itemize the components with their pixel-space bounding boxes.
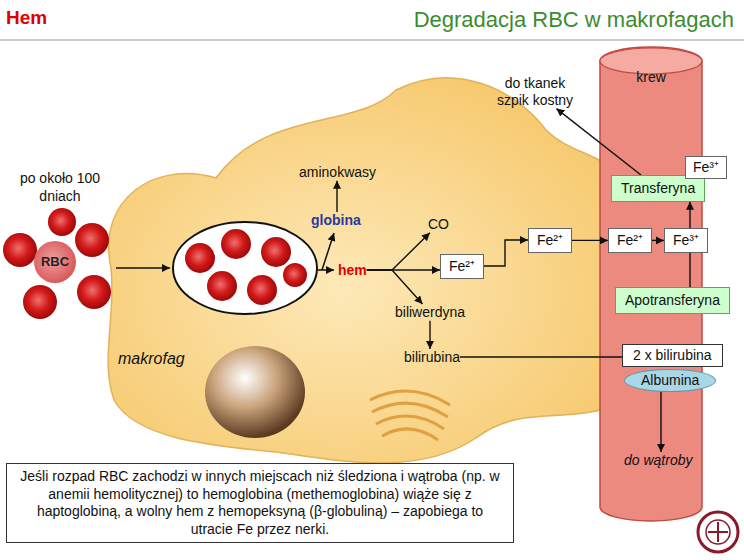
bilirubin-box: 2 x bilirubina — [622, 344, 723, 367]
connector — [689, 202, 690, 228]
connector — [572, 240, 608, 241]
connector — [367, 233, 430, 270]
product-label: aminokwasy — [299, 164, 376, 181]
node-text: RBC — [41, 254, 69, 270]
node-text: Fe²⁺ — [617, 232, 643, 249]
connector — [429, 321, 430, 349]
connector — [652, 240, 664, 241]
connector — [460, 356, 622, 357]
connector — [367, 270, 423, 304]
vessel-outline — [598, 45, 704, 523]
diagram-title: Degradacja RBC w makrofagach — [414, 7, 734, 33]
section-label: Hem — [6, 7, 47, 29]
node-text: Fe²⁺ — [537, 232, 563, 249]
node-text: Albumina — [641, 372, 699, 389]
node-text: Fe²⁺ — [449, 258, 475, 275]
node-text: do tkanek szpik kostny — [493, 75, 577, 109]
globin-label: globina — [311, 212, 361, 229]
node-text: Fe³⁺ — [673, 232, 699, 249]
node-text: Fe³⁺ — [693, 159, 719, 176]
blood-vessel: krewFe³⁺TransferynaFe²⁺Fe³⁺Apotransferyn… — [598, 45, 704, 523]
connector — [556, 109, 641, 175]
iron-box: Fe³⁺ — [664, 228, 708, 253]
product-label: bilirubina — [404, 349, 460, 366]
uptake-arrow — [116, 267, 170, 269]
heme-label: hem — [338, 262, 367, 279]
iron-box: Fe²⁺ — [608, 228, 652, 253]
connector — [689, 253, 690, 287]
iron-box: Fe²⁺ — [528, 228, 572, 253]
connector — [484, 240, 528, 266]
container-label: krew — [598, 69, 704, 85]
phagosome — [173, 222, 317, 314]
product-label: biliwerdyna — [395, 304, 465, 321]
connector — [336, 181, 337, 212]
university-logo — [698, 512, 738, 552]
node-text: Apotransferyna — [625, 292, 720, 309]
connector — [367, 269, 440, 270]
heme-arrow — [318, 269, 334, 271]
iron-box: Fe³⁺ — [685, 156, 727, 179]
product-label: CO — [428, 216, 449, 233]
protein-box: Apotransferyna — [615, 287, 730, 314]
node-text: Transferyna — [621, 180, 695, 197]
node-text: bilirubina — [404, 349, 460, 366]
destination-label: do wątroby — [624, 452, 692, 469]
protein-box: Transferyna — [611, 175, 705, 202]
node-text: CO — [428, 216, 449, 233]
header-rule — [0, 40, 744, 41]
red-blood-cells — [3, 208, 111, 319]
connector — [660, 392, 661, 452]
node-text: 2 x bilirubina — [633, 347, 712, 364]
iron-box: Fe²⁺ — [440, 254, 484, 279]
macrophage: makrofag aminokwasy globina hem CO Fe²⁺ biliwe… — [96, 68, 626, 468]
cell-circle: RBC — [34, 241, 76, 283]
time-label: po około 100 dniach — [10, 170, 110, 205]
container-label: makrofag — [118, 350, 185, 368]
node-text: biliwerdyna — [395, 304, 465, 321]
nucleus — [205, 346, 305, 438]
node-text: globina — [311, 212, 361, 229]
caption-box: Jeśli rozpad RBC zachodzi w innych miejs… — [6, 463, 514, 543]
node-text: hem — [338, 262, 367, 279]
albumin-ellipse: Albumina — [624, 369, 716, 392]
destination-label: do tkanek szpik kostny — [493, 75, 577, 109]
node-text: aminokwasy — [299, 164, 376, 181]
node-text: do wątroby — [624, 452, 692, 469]
